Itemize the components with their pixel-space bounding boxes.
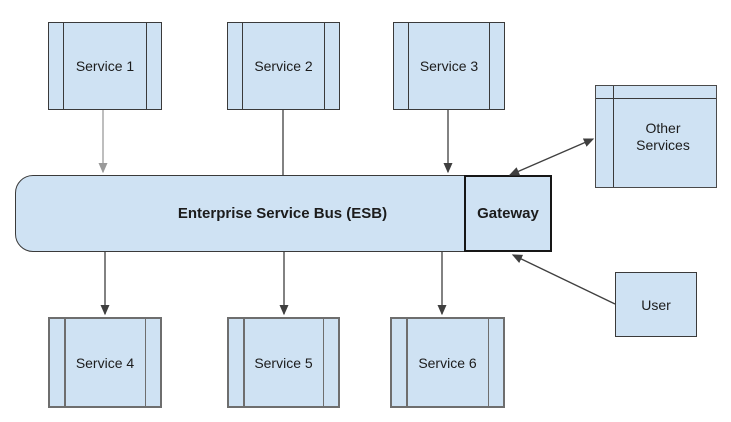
service-3-box: Service 3 <box>393 22 505 110</box>
component-stripe <box>64 319 66 406</box>
service-1-box: Service 1 <box>48 22 162 110</box>
other-services-box: Other Services <box>595 85 717 188</box>
user-label: User <box>641 296 671 313</box>
service-5-box: Service 5 <box>227 317 340 408</box>
service-4-label: Service 4 <box>75 354 135 371</box>
component-stripe <box>324 23 325 109</box>
component-stripe <box>408 23 409 109</box>
service-6-label: Service 6 <box>418 354 477 371</box>
esb-label: Enterprise Service Bus (ESB) <box>177 205 388 222</box>
component-stripe <box>406 319 408 406</box>
component-stripe <box>487 319 489 406</box>
component-stripe <box>242 23 243 109</box>
arrow-user-to-gateway <box>511 254 616 305</box>
esb-bus-box: Enterprise Service Bus (ESB) <box>15 175 550 252</box>
other-services-label: Other Services <box>636 119 690 153</box>
service-2-box: Service 2 <box>227 22 340 110</box>
gateway-box: Gateway <box>464 175 552 252</box>
service-6-box: Service 6 <box>390 317 505 408</box>
arrow-gateway-to-other-services <box>508 138 595 176</box>
service-4-box: Service 4 <box>48 317 162 408</box>
component-stripe <box>243 319 245 406</box>
component-stripe <box>489 23 490 109</box>
service-5-label: Service 5 <box>254 354 313 371</box>
service-3-label: Service 3 <box>419 58 479 74</box>
component-stripe <box>63 23 64 109</box>
component-stripe <box>146 23 147 109</box>
service-2-label: Service 2 <box>254 58 313 74</box>
component-stripe <box>144 319 146 406</box>
component-stripe <box>596 98 716 99</box>
component-stripe <box>613 86 614 187</box>
service-1-label: Service 1 <box>75 58 135 74</box>
gateway-label: Gateway <box>477 205 539 222</box>
component-stripe <box>322 319 324 406</box>
user-box: User <box>615 272 697 337</box>
